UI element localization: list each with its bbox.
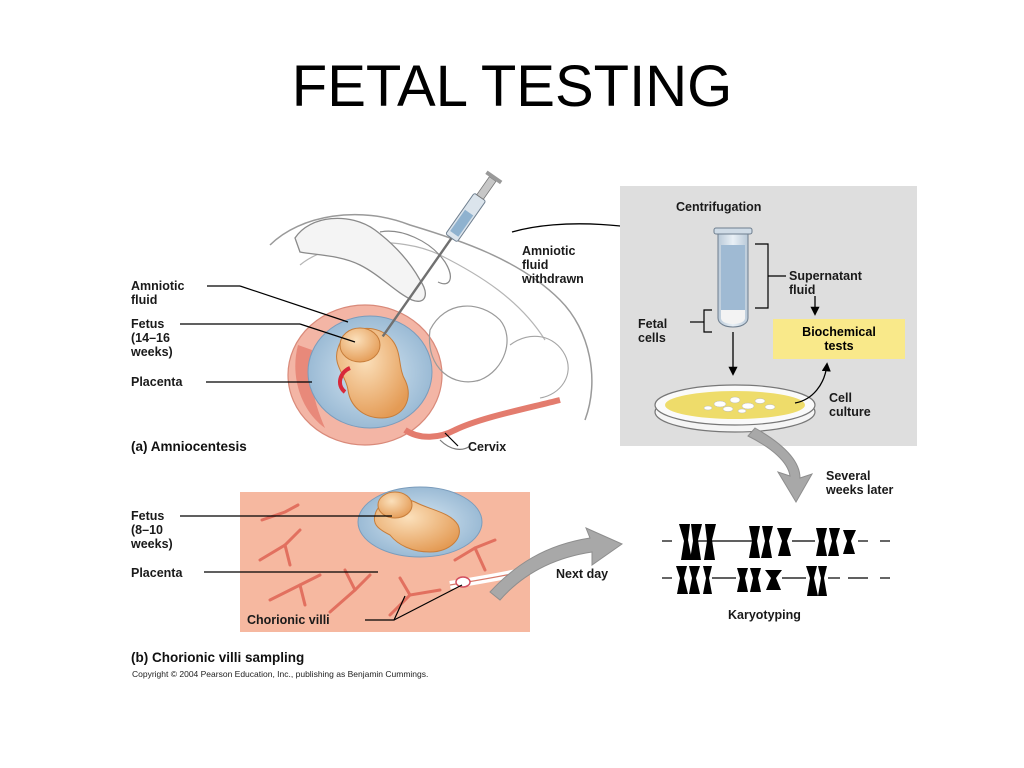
several-weeks-label: Several weeks later (826, 469, 894, 497)
several-weeks-arrow (747, 427, 814, 503)
amniocentesis-illustration (269, 170, 593, 450)
cell-culture-label: Cell culture (829, 391, 871, 419)
placenta-a-label: Placenta (131, 375, 183, 389)
petri-dish (654, 384, 816, 433)
panel-a-caption: (a) Amniocentesis (131, 439, 247, 454)
cervix-label: Cervix (468, 440, 507, 454)
karyotype (662, 524, 890, 596)
biochemical-tests-box: Biochemical tests (773, 319, 905, 359)
fetus-14-16-label: Fetus (14–16 weeks) (131, 317, 173, 359)
karyotyping-label: Karyotyping (728, 608, 801, 622)
copyright-notice: Copyright © 2004 Pearson Education, Inc.… (132, 669, 429, 679)
panel-b-caption: (b) Chorionic villi sampling (131, 650, 305, 665)
tube-brackets (690, 243, 786, 333)
supernatant-label: Supernatant fluid (789, 269, 862, 297)
panel-b-leader-lines (180, 515, 463, 621)
fetal-cells-label: Fetal cells (638, 317, 668, 345)
fluid-withdrawn-label: Amniotic fluid withdrawn (522, 244, 584, 286)
fetus-8-10-label: Fetus (8–10 weeks) (131, 509, 173, 551)
chorionic-villi-label: Chorionic villi (247, 613, 330, 627)
next-day-arrow (489, 527, 624, 601)
placenta-b-label: Placenta (131, 566, 183, 580)
amniotic-fluid-label: Amniotic fluid (131, 279, 185, 307)
next-day-label: Next day (556, 567, 609, 581)
panel-a-leader-lines (180, 285, 459, 447)
test-tube (713, 227, 753, 328)
centrifugation-label: Centrifugation (676, 200, 762, 214)
cvs-illustration (258, 486, 531, 617)
slide-title: FETAL TESTING (291, 54, 733, 119)
